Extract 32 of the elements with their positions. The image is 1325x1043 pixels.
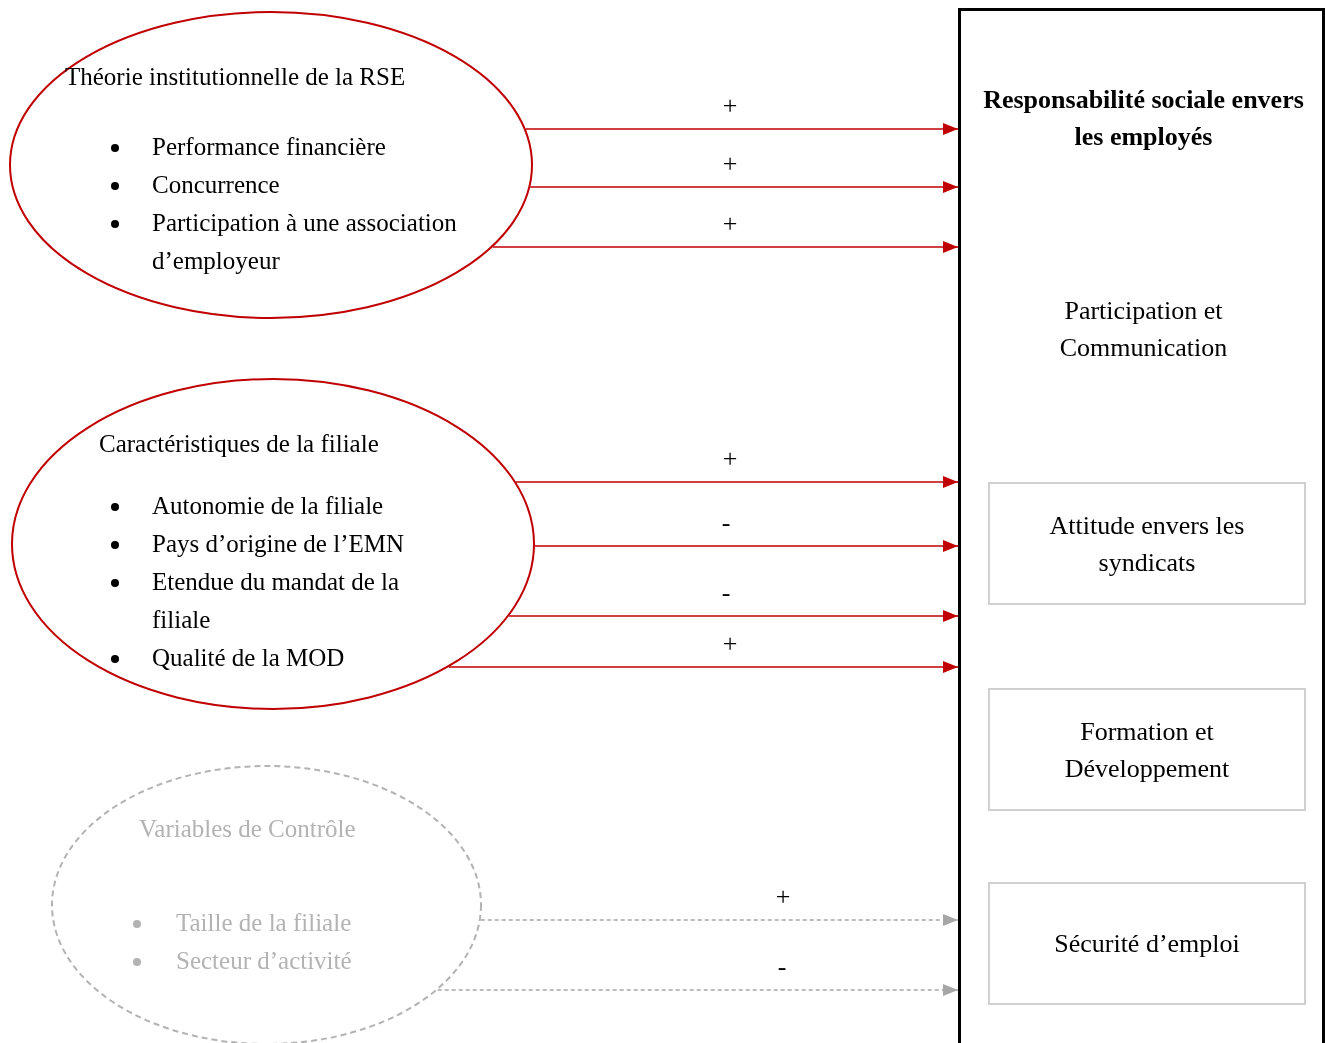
dimension-box (988, 482, 1306, 605)
ellipse-heading: Caractéristiques de la filiale (99, 429, 379, 459)
arrow (437, 984, 959, 996)
arrow (448, 661, 959, 673)
ellipse-node (9, 11, 533, 319)
arrow (492, 241, 959, 253)
dimension-text: Formation et Développement (1063, 715, 1231, 785)
ellipse-node (11, 378, 535, 710)
dimension-text: Participation et Communication (1058, 295, 1229, 364)
arrow (480, 914, 959, 926)
panel-heading: Responsabilité sociale envers les employés (982, 84, 1305, 153)
arrow (515, 476, 959, 488)
bullet-text: Secteur d’activité (176, 946, 353, 976)
arrow (508, 610, 959, 622)
arrow (525, 123, 959, 135)
ellipse-heading: Variables de Contrôle (139, 814, 356, 844)
arrow (534, 540, 959, 552)
dimension-text: Attitude envers les syndicats (1048, 509, 1246, 579)
dimension-box (988, 882, 1306, 1005)
ellipse-heading: Théorie institutionnelle de la RSE (65, 62, 406, 92)
dimension-text: Sécurité d’emploi (1053, 928, 1241, 960)
outcome-panel (958, 8, 1325, 1043)
bullet-text: Taille de la filiale (176, 908, 353, 938)
bullet-text: Autonomie de la filiale (152, 491, 385, 521)
bullet-text: Etendue du mandat de la filiale (152, 567, 401, 635)
bullet-text: Pays d’origine de l’EMN (152, 529, 406, 559)
bullet-text: Participation à une association d’employeur (152, 208, 458, 276)
bullet-text: Performance financière (152, 132, 387, 162)
arrow (529, 181, 959, 193)
bullet-text: Concurrence (152, 170, 281, 200)
bullet-text: Qualité de la MOD (152, 643, 346, 673)
dimension-box (988, 688, 1306, 811)
